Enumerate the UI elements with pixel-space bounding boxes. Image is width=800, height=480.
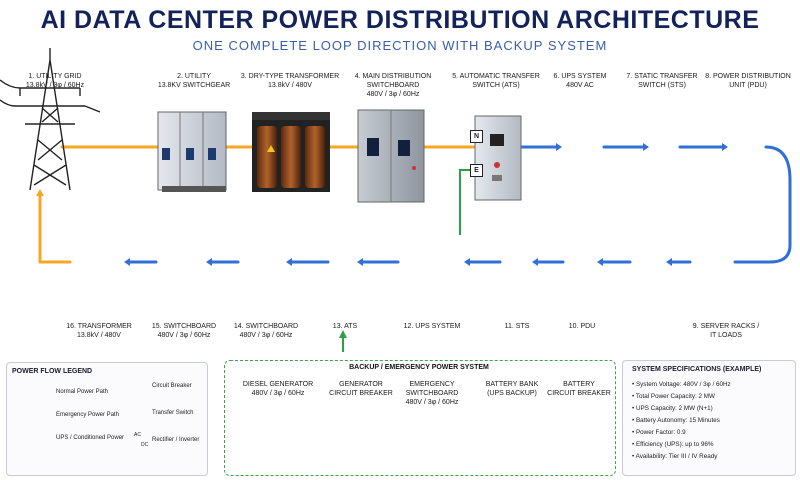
legend-panel xyxy=(6,362,208,476)
label-sts-11: 11. STS xyxy=(504,323,530,330)
legend-ups-power: UPS / Conditioned Power xyxy=(56,435,125,441)
system-specs-panel xyxy=(622,360,796,476)
legend-title: POWER FLOW LEGEND xyxy=(12,368,93,375)
legend-dc-label: DC xyxy=(141,442,149,448)
label-battery-bank: BATTERY BANK(UPS BACKUP) xyxy=(485,381,539,397)
system-specs-title: SYSTEM SPECIFICATIONS (EXAMPLE) xyxy=(632,366,762,373)
page-title: AI DATA CENTER POWER DISTRIBUTION ARCHIT… xyxy=(40,6,760,34)
label-ats-13: 13. ATS xyxy=(332,323,358,330)
legend-transfer-switch: Transfer Switch xyxy=(152,410,194,416)
flow-pdu-to-racks xyxy=(733,145,792,264)
page-subtitle: ONE COMPLETE LOOP DIRECTION WITH BACKUP … xyxy=(192,38,608,53)
legend-circuit-breaker: Circuit Breaker xyxy=(152,383,192,389)
label-ups-12: 12. UPS SYSTEM xyxy=(403,323,461,330)
label-server-racks: 9. SERVER RACKS /IT LOADS xyxy=(692,323,760,339)
spec-item: • Total Power Capacity: 2 MW xyxy=(632,393,715,400)
ats-normal-tag: N xyxy=(470,130,483,143)
legend-ac-label: AC xyxy=(134,432,141,438)
label-pdu-10: 10. PDU xyxy=(568,323,596,330)
main-distribution-switchboard[interactable] xyxy=(357,109,425,203)
utility-switchgear[interactable] xyxy=(157,111,227,192)
legend-emergency-path: Emergency Power Path xyxy=(56,412,120,418)
spec-item: • Availability: Tier III / IV Ready xyxy=(632,453,718,460)
ats-emergency-tag: E xyxy=(470,164,483,177)
spec-item: • UPS Capacity: 2 MW (N+1) xyxy=(632,405,713,412)
ups-flow-lines xyxy=(128,145,792,264)
normal-flow-lines xyxy=(38,145,477,264)
spec-item: • Efficiency (UPS): up to 96% xyxy=(632,441,714,448)
backup-system-title: BACKUP / EMERGENCY POWER SYSTEM xyxy=(349,364,489,371)
spec-item: • Power Factor: 0.9 xyxy=(632,429,686,436)
spec-item: • System Voltage: 480V / 3φ / 60Hz xyxy=(632,381,731,388)
automatic-transfer-switch[interactable] xyxy=(474,115,522,201)
legend-normal-path: Normal Power Path xyxy=(56,389,109,395)
emergency-flow-lines xyxy=(339,169,470,352)
dry-type-transformer[interactable] xyxy=(252,112,330,192)
backup-system-panel xyxy=(224,360,616,476)
utility-grid-tower-icon xyxy=(0,48,101,191)
spec-item: • Battery Autonomy: 15 Minutes xyxy=(632,417,720,424)
legend-rectifier-inverter: Rectifier / Inverter xyxy=(152,437,200,443)
